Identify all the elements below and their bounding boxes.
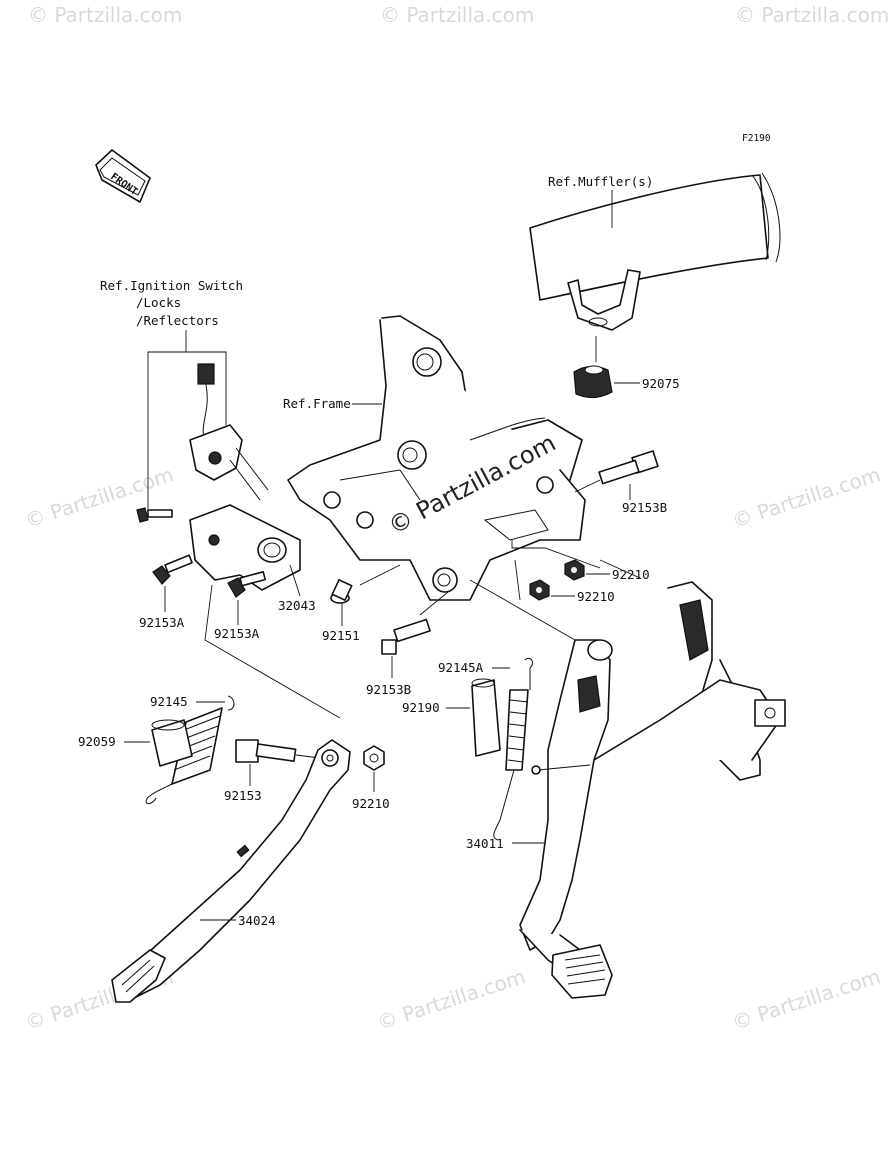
part-label-92145: 92145	[150, 694, 188, 709]
part-label-92059: 92059	[78, 734, 116, 749]
muffler-ref: Ref.Muffler(s)	[529, 172, 781, 331]
part-label-92210-c: 92210	[352, 796, 390, 811]
watermark-text: © Partzilla.com	[22, 462, 176, 533]
frame-ref: Ref.Frame	[283, 315, 586, 601]
part-label-92190: 92190	[402, 700, 440, 715]
watermark-text: © Partzilla.com	[729, 462, 883, 533]
part-label-92210-b: 92210	[577, 589, 615, 604]
bolt-92153A-mid: 92153A	[214, 570, 267, 641]
ref-muffler: Ref.Muffler(s)	[548, 174, 653, 189]
part-label-34011: 34011	[466, 836, 504, 851]
nut-92210-a: 92210	[511, 540, 650, 582]
part-label-92153B-lower: 92153B	[366, 682, 411, 697]
part-label-34024: 34024	[238, 913, 276, 928]
bolt-92153: 92153	[224, 739, 321, 803]
collar-92059: 92059	[78, 719, 193, 767]
diagram-code: F2190	[742, 133, 771, 144]
center-stand-34011: 34011	[466, 581, 786, 999]
watermark-text: © Partzilla.com	[729, 964, 883, 1035]
ref-ignition-line3: /Reflectors	[136, 313, 219, 328]
spring-92145A: 92145A	[438, 657, 533, 841]
spring-92145: 92145	[145, 694, 235, 805]
front-arrow-icon: FRONT	[95, 149, 151, 203]
part-label-92210-a: 92210	[612, 567, 650, 582]
part-label-92153B-upper: 92153B	[622, 500, 667, 515]
ref-ignition-line2: /Locks	[136, 295, 181, 310]
part-label-92145A: 92145A	[438, 660, 484, 675]
pin-92151: 92151	[322, 564, 401, 643]
watermark-text: © Partzilla.com	[374, 964, 528, 1035]
collar-92190: 92190	[402, 678, 501, 757]
damper-92075: 92075	[573, 336, 680, 399]
ignition-ref: Ref.Ignition Switch /Locks /Reflectors	[100, 278, 243, 510]
bracket-32043: 32043	[189, 504, 316, 613]
part-label-92153A-left: 92153A	[139, 615, 185, 630]
watermark-text: © Partzilla.com	[28, 3, 182, 27]
ref-ignition-line1: Ref.Ignition Switch	[100, 278, 243, 293]
ref-frame: Ref.Frame	[283, 396, 351, 411]
bolt-92153A-left: 92153A	[139, 554, 193, 630]
nut-92210-b: 92210	[514, 559, 615, 604]
watermark-text: © Partzilla.com	[380, 3, 534, 27]
part-label-32043: 32043	[278, 598, 316, 613]
bolt-upper-left	[136, 507, 173, 523]
part-label-92151: 92151	[322, 628, 360, 643]
bolt-92153B-lower: 92153B	[366, 591, 449, 697]
part-label-92153A-mid: 92153A	[214, 626, 260, 641]
part-label-92153: 92153	[224, 788, 262, 803]
side-stand-34024: 34024	[111, 584, 351, 1003]
bolt-92153B-upper: 92153B	[574, 450, 667, 515]
ignition-switch	[189, 363, 269, 501]
watermark-text: © Partzilla.com	[735, 3, 889, 27]
part-label-92075: 92075	[642, 376, 680, 391]
nut-92210-c: 92210	[352, 745, 390, 811]
